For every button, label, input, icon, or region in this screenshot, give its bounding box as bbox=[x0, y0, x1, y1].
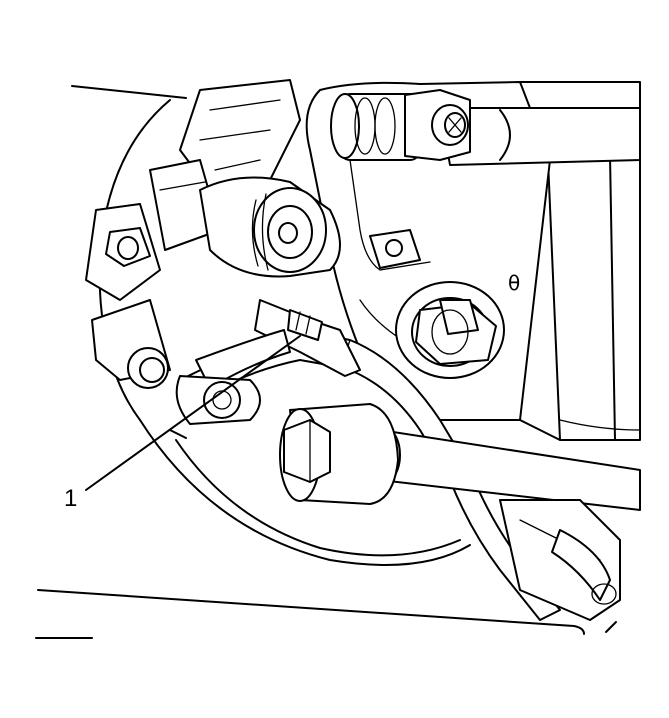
callout-1: 1 bbox=[64, 335, 301, 512]
lower-knuckle-arm bbox=[499, 499, 621, 621]
background-frame-lines bbox=[35, 85, 617, 639]
callout-1-label: 1 bbox=[64, 485, 77, 512]
center-bolt bbox=[395, 281, 505, 379]
sensor-connector bbox=[195, 299, 361, 389]
theta-mark: θ bbox=[508, 271, 520, 295]
upper-bolt bbox=[330, 89, 471, 161]
rotor-disc bbox=[98, 99, 471, 566]
lower-left-plate bbox=[175, 375, 261, 425]
upper-control-arm bbox=[439, 107, 641, 166]
lower-link bbox=[371, 428, 641, 511]
mount-eyelet bbox=[369, 229, 421, 269]
lower-bolt bbox=[279, 403, 399, 505]
sensor-pulley bbox=[199, 176, 341, 278]
left-caliper-mount bbox=[85, 203, 171, 389]
